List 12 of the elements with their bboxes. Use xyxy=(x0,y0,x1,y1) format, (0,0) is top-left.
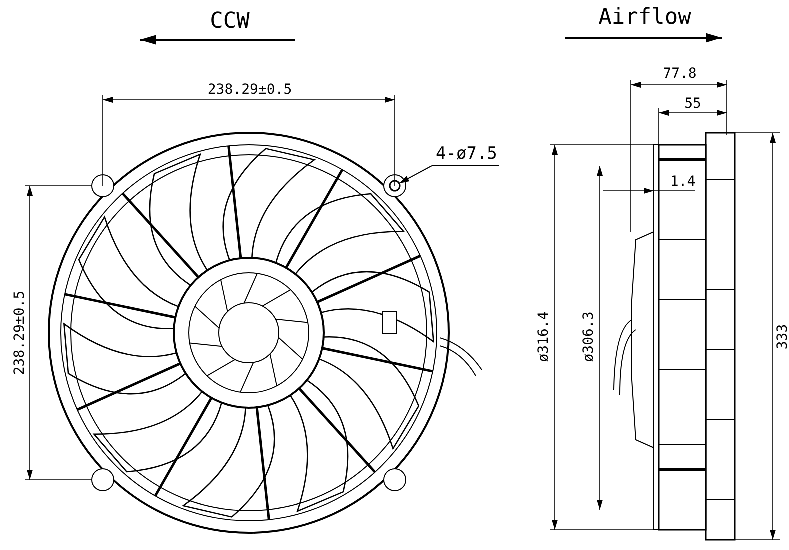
dimension-label: 55 xyxy=(684,97,702,111)
dimension-label: 1.4 xyxy=(669,175,697,189)
callout-label: 4-ø7.5 xyxy=(432,146,500,166)
direction-label: Airflow xyxy=(598,7,692,29)
mounting-hole xyxy=(389,180,401,192)
dimension-label: 238.29±0.5 xyxy=(206,83,294,97)
dimension-label: ø316.4 xyxy=(537,310,551,364)
dimension-label: ø306.3 xyxy=(582,310,596,364)
dimension-label: 333 xyxy=(776,322,789,352)
dimension-label: 77.8 xyxy=(662,67,698,81)
direction-label: CCW xyxy=(209,11,251,33)
leader-line xyxy=(398,166,432,184)
